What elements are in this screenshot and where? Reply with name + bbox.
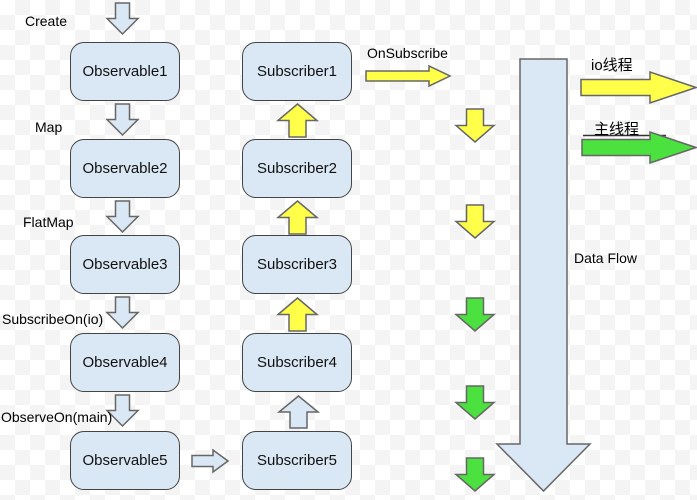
operator-label-map: Map (35, 119, 63, 135)
subscribeon-down-arrow-icon (105, 296, 140, 330)
io-thread-right-arrow-icon (580, 70, 697, 105)
io-thread-label: io线程 (591, 57, 633, 74)
main-thread-down-arrow-icon-2 (453, 385, 497, 420)
onsubscribe-label: OnSubscribe (367, 45, 448, 61)
observeon-down-arrow-icon (105, 394, 140, 428)
operator-label-subscribeon: SubscribeOn(io) (2, 311, 104, 327)
io-thread-down-arrow-icon-2 (453, 204, 497, 239)
data-flow-label: Data Flow (574, 250, 638, 266)
io-thread-down-arrow-icon-1 (453, 108, 497, 143)
subscriber1-label: Subscriber1 (256, 63, 338, 80)
subscriber5-box: Subscriber5 (242, 431, 352, 490)
observable5-label: Observable5 (82, 452, 168, 469)
subscriber3-label: Subscriber3 (256, 256, 338, 273)
observable2-box: Observable2 (70, 139, 180, 198)
subscriber2-box: Subscriber2 (242, 139, 352, 198)
subscriber1-box: Subscriber1 (242, 42, 352, 101)
subscriber5-to-subscriber4-up-arrow-icon (276, 395, 321, 429)
observable4-box: Observable4 (70, 333, 180, 392)
observable5-to-subscriber5-arrow-icon (191, 448, 230, 474)
main-thread-down-arrow-icon-1 (453, 297, 497, 332)
subscriber4-box: Subscriber4 (242, 333, 352, 392)
subscriber5-label: Subscriber5 (256, 452, 338, 469)
main-thread-label: 主线程 (594, 121, 640, 138)
subscriber2-to-subscriber1-up-arrow-icon (275, 103, 320, 138)
observable4-label: Observable4 (82, 354, 168, 371)
map-down-arrow-icon (105, 103, 140, 137)
data-flow-big-arrow-icon (495, 58, 592, 493)
subscriber4-label: Subscriber4 (256, 354, 338, 371)
create-down-arrow-icon (105, 2, 140, 36)
main-thread-right-arrow-icon (581, 130, 697, 165)
subscriber3-box: Subscriber3 (242, 235, 352, 294)
observable1-label: Observable1 (82, 63, 168, 80)
observable2-label: Observable2 (82, 160, 168, 177)
observable5-box: Observable5 (70, 431, 180, 490)
observable3-box: Observable3 (70, 235, 180, 294)
subscriber4-to-subscriber3-up-arrow-icon (275, 297, 320, 332)
operator-label-observeon: ObserveOn(main) (1, 409, 113, 425)
onsubscribe-right-arrow-icon (365, 64, 452, 88)
subscriber3-to-subscriber2-up-arrow-icon (275, 200, 320, 235)
observable3-label: Observable3 (82, 256, 168, 273)
operator-label-create: Create (25, 13, 68, 29)
observable1-box: Observable1 (70, 42, 180, 101)
operator-label-flatmap: FlatMap (23, 214, 74, 230)
main-thread-down-arrow-icon-3 (453, 457, 497, 492)
flatmap-down-arrow-icon (105, 200, 140, 234)
subscriber2-label: Subscriber2 (256, 160, 338, 177)
